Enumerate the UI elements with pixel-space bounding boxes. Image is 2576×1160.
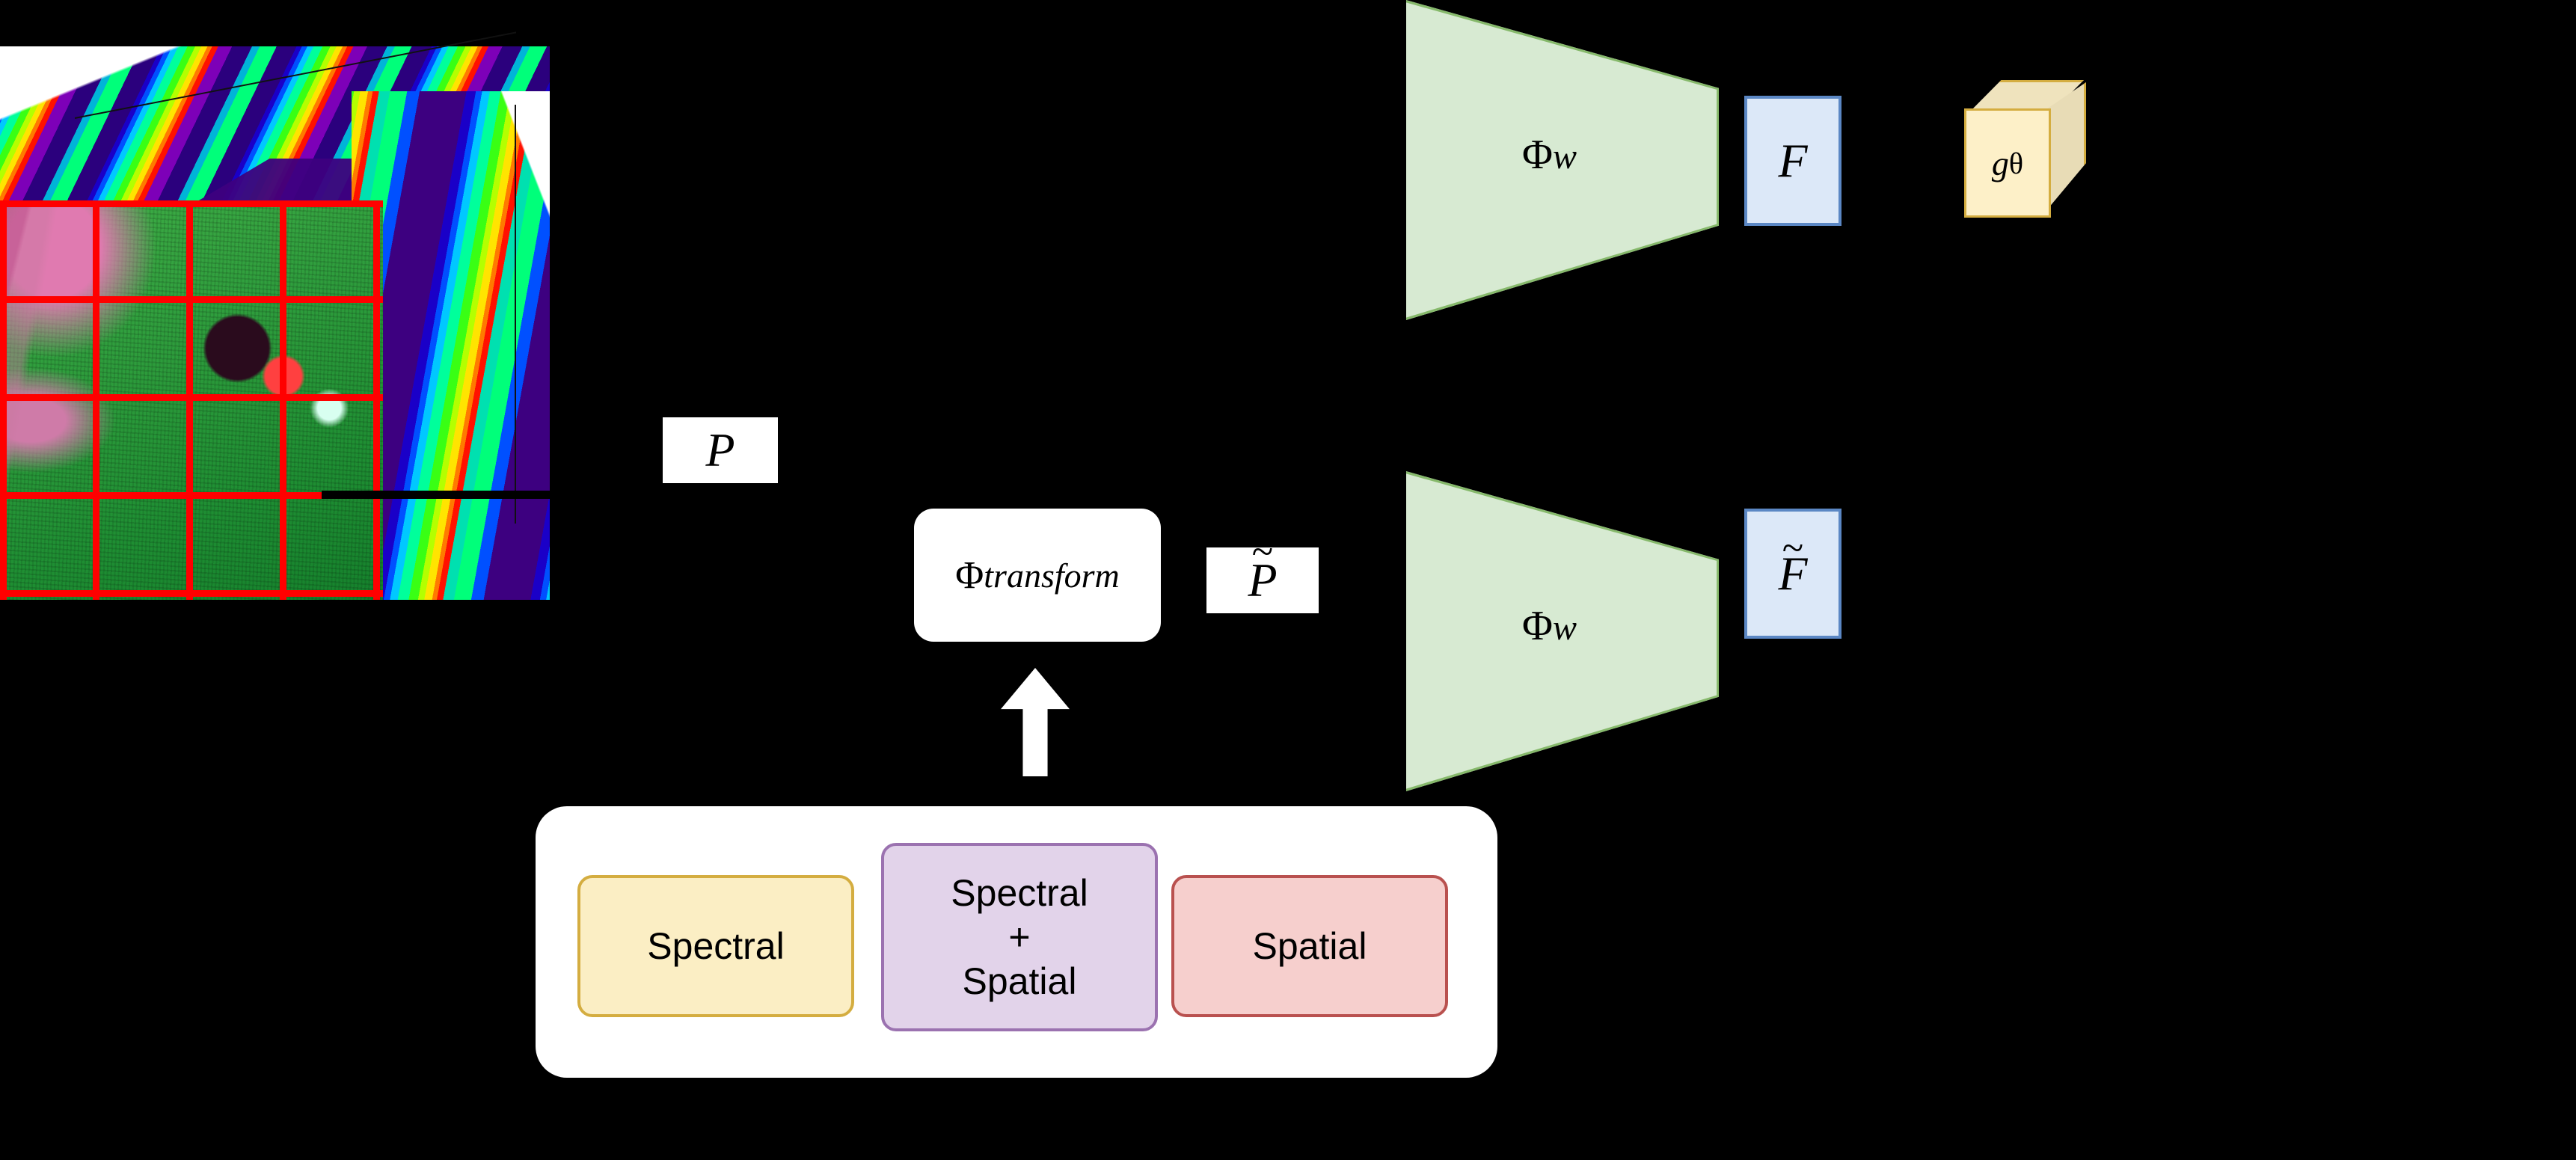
p-tilde-stack: ~P xyxy=(1248,533,1278,607)
transform-symbol: Φ xyxy=(955,553,984,597)
transformed-patch-letter: P xyxy=(1248,553,1278,607)
cube-vertical-edge-line xyxy=(515,105,516,524)
grid-line-horizontal xyxy=(0,394,383,401)
augmentation-option-spatial-label: Spatial xyxy=(1252,924,1367,967)
cube-side-corner-mask xyxy=(352,91,550,600)
feature-box-F: F xyxy=(1744,96,1841,226)
augmentation-option-line2: + xyxy=(1008,915,1031,958)
tilde-accent: ~ xyxy=(1782,527,1804,571)
patch-extraction-connector-line xyxy=(322,491,568,499)
feature-box-F-tilde: ~F xyxy=(1744,509,1841,639)
patch-label-P: P xyxy=(663,417,778,483)
feature-box-F-label: F xyxy=(1778,134,1808,187)
transformed-patch-label-P-tilde: ~P xyxy=(1206,533,1319,613)
transform-subscript: transform xyxy=(984,556,1120,595)
encoder-top-symbol: Φ xyxy=(1522,132,1553,178)
patch-label-P-text: P xyxy=(705,423,735,476)
augmentation-option-spatial[interactable]: Spatial xyxy=(1171,875,1448,1017)
grid-line-horizontal xyxy=(0,492,383,499)
augmentation-option-spectral-label: Spectral xyxy=(647,924,785,967)
cube-front-face-rgb-patch-grid xyxy=(0,200,383,600)
augmentation-option-line3: Spatial xyxy=(962,960,1077,1002)
hyperspectral-image-cube xyxy=(0,31,568,600)
grid-line-horizontal xyxy=(0,296,383,303)
f-tilde-stack: ~F xyxy=(1778,529,1808,600)
grid-line-horizontal xyxy=(0,200,383,207)
augmentation-option-spectral[interactable]: Spectral xyxy=(577,875,854,1017)
augmentation-option-spectral-spatial[interactable]: Spectral + Spatial xyxy=(881,843,1158,1031)
encoder-bottom-label: Φw xyxy=(1522,602,1577,650)
feature-box-F-tilde-label: F xyxy=(1778,547,1808,600)
encoder-top-subscript: w xyxy=(1552,137,1577,177)
projection-head-symbol: g xyxy=(1991,144,2009,182)
encoder-bottom-subscript: w xyxy=(1552,608,1577,648)
projection-head-subscript: θ xyxy=(2008,146,2024,180)
augmentation-to-transform-arrow-icon xyxy=(1001,668,1070,776)
tilde-accent: ~ xyxy=(1251,530,1274,574)
augmentation-option-line1: Spectral xyxy=(951,871,1088,914)
grid-line-horizontal xyxy=(0,590,383,597)
encoder-top-label: Φw xyxy=(1522,131,1577,179)
cube-side-face-spectral xyxy=(352,91,550,600)
encoder-bottom-symbol: Φ xyxy=(1522,603,1553,649)
